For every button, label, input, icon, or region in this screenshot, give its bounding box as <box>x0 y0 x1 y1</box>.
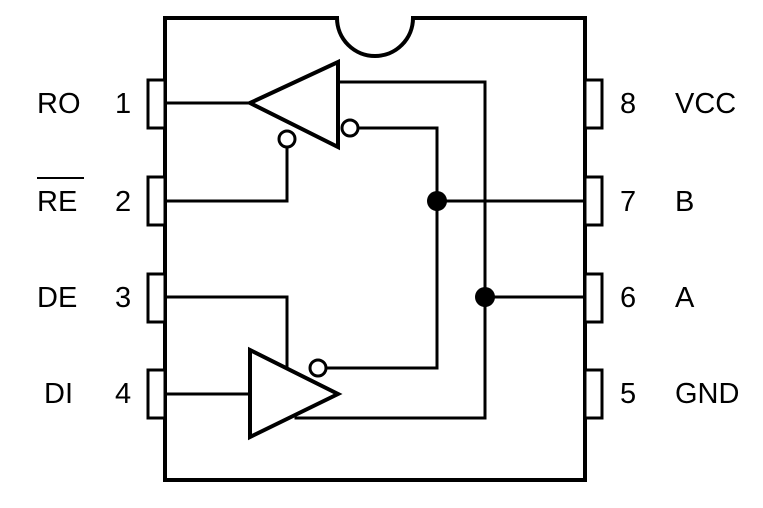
pin-4-number: 4 <box>115 378 131 410</box>
pin-2-number: 2 <box>115 186 131 218</box>
pin-5-name: GND <box>675 378 739 410</box>
pin-7-number: 7 <box>620 186 636 218</box>
receiver-buffer <box>245 58 340 151</box>
pin-3-name: DE <box>37 282 77 314</box>
pin-5-number: 5 <box>620 378 636 410</box>
pin-2-lead <box>146 175 167 227</box>
pin-4-lead <box>146 368 167 420</box>
pin-1-name: RO <box>37 88 81 120</box>
pin-8-number: 8 <box>620 88 636 120</box>
driver-enable-bubble <box>308 358 328 378</box>
wire-de <box>163 295 289 370</box>
junction-b <box>427 191 447 211</box>
pin-7-lead <box>583 175 604 227</box>
pin-8-lead <box>583 78 604 130</box>
pin-1-number: 1 <box>115 88 131 120</box>
wire-a-driver <box>294 295 487 420</box>
junction-a <box>475 287 495 307</box>
pin-6-name: A <box>675 282 695 314</box>
pin-7-name: B <box>675 186 694 218</box>
pin-6-lead <box>583 272 604 324</box>
pin-5-lead <box>583 368 604 420</box>
receiver-inverting-input-bubble <box>340 118 360 138</box>
pin-6-number: 6 <box>620 282 636 314</box>
pin-8-name: VCC <box>675 88 736 120</box>
pin-3-lead <box>146 272 167 324</box>
ic-package-body <box>163 16 587 482</box>
pin-4-name: DI <box>44 378 73 410</box>
wire-a-receiver <box>336 80 487 299</box>
wire-b-receiver <box>356 126 439 203</box>
pin-1-lead <box>146 78 167 130</box>
pin-2-name: RE <box>37 186 77 218</box>
wire-re <box>163 145 289 203</box>
wire-b-driver <box>324 199 439 370</box>
receiver-enable-bubble <box>277 129 297 149</box>
pin-3-number: 3 <box>115 282 131 314</box>
